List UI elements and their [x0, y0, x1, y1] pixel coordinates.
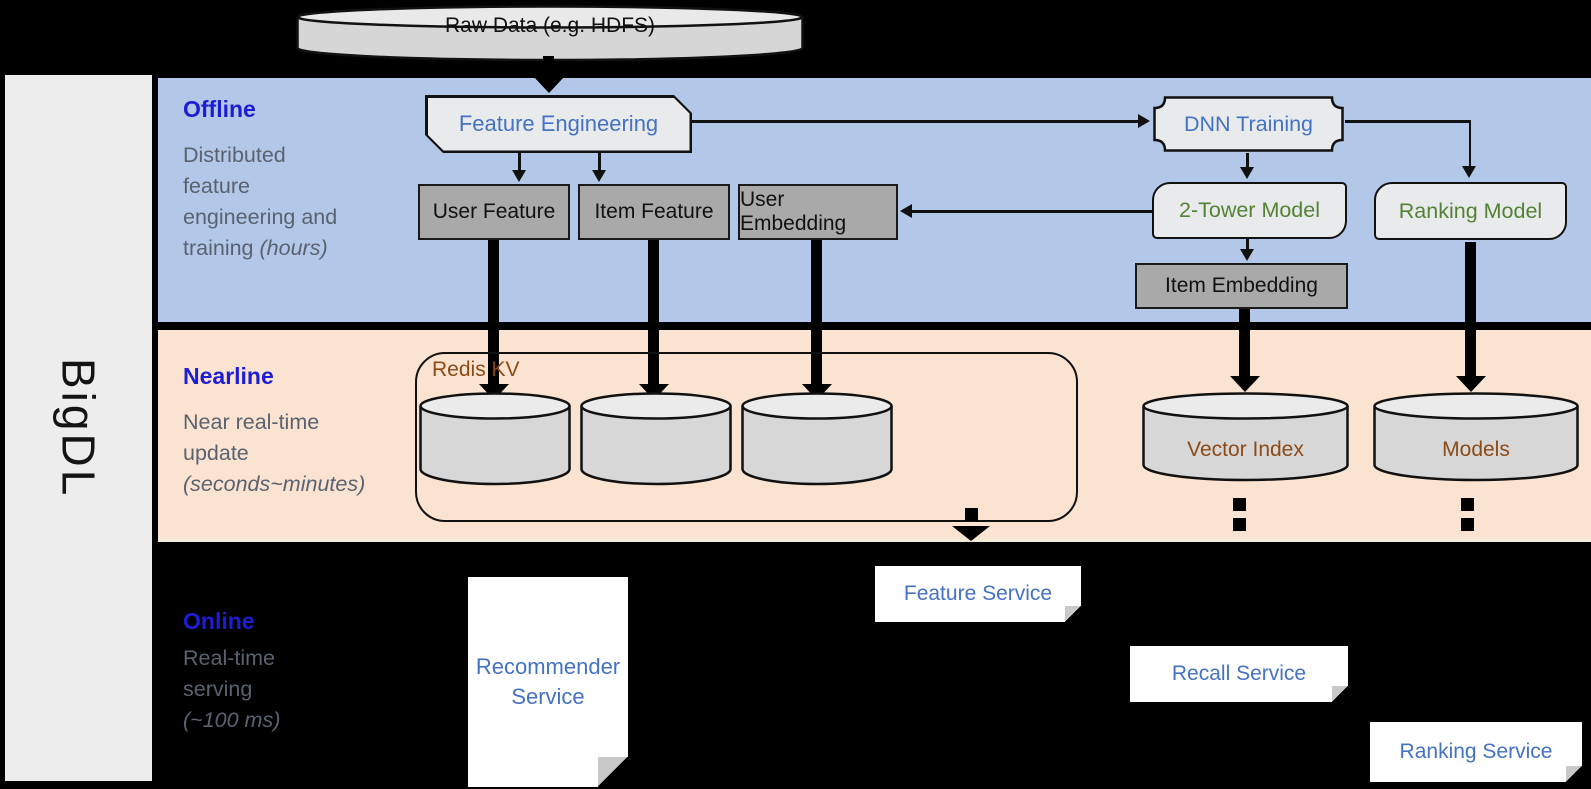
database-cylinder-icon: [1373, 392, 1579, 482]
redis-kv-container: [415, 352, 1078, 522]
node-two-tower-model: 2-Tower Model: [1152, 182, 1347, 239]
database-cylinder-icon: [419, 392, 571, 486]
nearline-desc-note: (seconds~minutes): [183, 472, 366, 496]
redis-cylinder-3: [740, 391, 894, 499]
recommender-service-card: Recommender Service: [468, 577, 628, 787]
offline-desc-line1: Distributed: [183, 143, 286, 167]
arrow-fe-to-userfeature-head: [512, 170, 526, 182]
arrow-rawdata-to-fe: [543, 56, 554, 78]
node-dnn-training-label: DNN Training: [1183, 111, 1314, 136]
arrow-dnn-to-twotower: [1246, 153, 1249, 169]
arrow-twotower-to-userembedding-head: [900, 204, 912, 218]
database-cylinder-icon: [580, 392, 732, 486]
arrow-dnn-to-ranking-h: [1345, 120, 1471, 123]
folded-corner: [1332, 686, 1348, 702]
offline-desc-line4-text: training: [183, 236, 254, 260]
raw-data-cylinder: Raw Data (e.g. HDFS): [295, 4, 805, 62]
node-feature-engineering: Feature Engineering: [425, 95, 692, 153]
folded-corner: [598, 757, 628, 787]
arrow-dnn-to-ranking-v: [1468, 120, 1471, 168]
node-item-feature-label: Item Feature: [594, 200, 714, 223]
database-cylinder-icon: [1142, 392, 1349, 482]
recommender-service-label: Recommender Service: [475, 654, 621, 709]
models-cylinder: Models: [1372, 391, 1580, 495]
ranking-service-card: Ranking Service: [1370, 722, 1582, 782]
folded-corner: [1065, 606, 1081, 622]
redis-kv-label: Redis KV: [432, 358, 520, 381]
node-item-feature: Item Feature: [578, 184, 730, 240]
online-desc-note: (~100 ms): [183, 708, 281, 732]
arrow-redis-to-featureservice-head: [952, 526, 990, 541]
offline-description: Distributed feature engineering and trai…: [183, 140, 337, 264]
folded-corner: [1566, 766, 1582, 782]
dash-models-2: [1461, 518, 1474, 531]
arrow-twotower-to-itemembedding: [1246, 239, 1249, 251]
database-cylinder-icon: [741, 392, 893, 486]
pipe-itemembedding-to-vectorindex: [1239, 309, 1250, 378]
node-item-embedding-label: Item Embedding: [1165, 274, 1318, 297]
node-ranking-model: Ranking Model: [1374, 182, 1567, 240]
offline-desc-hours: (hours): [259, 236, 328, 260]
arrow-fe-to-itemfeature-head: [592, 170, 606, 182]
nearline-description: Near real-time update (seconds~minutes): [183, 407, 365, 500]
models-label: Models: [1442, 438, 1510, 461]
offline-desc-line2: feature: [183, 174, 250, 198]
pipe-itemfeature-to-redis: [648, 240, 659, 386]
node-user-embedding: User Embedding: [738, 184, 898, 240]
arrow-fe-to-itemfeature: [598, 153, 601, 172]
nearline-desc-line2: update: [183, 441, 249, 465]
pipe-userfeature-to-redis: [488, 240, 499, 386]
recall-service-card: Recall Service: [1130, 646, 1348, 702]
arrow-fe-to-dnn-head: [1138, 114, 1150, 128]
offline-desc-line3: engineering and: [183, 205, 338, 229]
node-two-tower-model-label: 2-Tower Model: [1179, 198, 1320, 222]
pipe-itemembedding-to-vectorindex-head: [1230, 376, 1260, 392]
dash-vectorindex-2: [1233, 518, 1246, 531]
raw-data-label: Raw Data (e.g. HDFS): [444, 14, 656, 37]
dash-models-1: [1461, 498, 1474, 511]
redis-cylinder-1: [418, 391, 572, 499]
dash-redis-to-featureservice: [965, 508, 978, 521]
online-desc-line1: Real-time: [183, 646, 275, 670]
arrow-twotower-to-userembedding: [906, 210, 1152, 213]
arrow-fe-to-userfeature: [518, 153, 521, 172]
ranking-service-label: Ranking Service: [1399, 739, 1553, 763]
arrow-rawdata-to-fe-head: [534, 77, 564, 93]
nearline-title: Nearline: [183, 363, 274, 389]
vector-index-cylinder: Vector Index: [1141, 391, 1350, 495]
arrow-dnn-to-twotower-head: [1240, 167, 1254, 179]
pipe-rankingmodel-to-models: [1465, 242, 1476, 378]
node-item-embedding: Item Embedding: [1135, 263, 1348, 309]
node-dnn-training: DNN Training: [1152, 95, 1345, 153]
node-user-feature-label: User Feature: [432, 200, 556, 223]
online-title: Online: [183, 608, 255, 634]
node-feature-engineering-label: Feature Engineering: [428, 98, 690, 151]
pipe-userembedding-to-redis: [811, 240, 822, 386]
offline-desc-line4: training (hours): [183, 233, 337, 264]
bigdl-logo: BigDL: [52, 357, 105, 499]
node-ranking-model-label: Ranking Model: [1398, 198, 1543, 223]
feature-service-label: Feature Service: [903, 581, 1053, 605]
node-user-feature: User Feature: [418, 184, 570, 240]
recall-service-label: Recall Service: [1171, 661, 1307, 685]
nearline-band-bottom-edge: [158, 538, 1591, 542]
plaque-shape-icon: [1153, 96, 1344, 152]
feature-service-card: Feature Service: [875, 566, 1081, 622]
arrow-fe-to-dnn: [692, 120, 1138, 123]
dash-vectorindex-1: [1233, 498, 1246, 511]
offline-title: Offline: [183, 96, 256, 122]
arrow-dnn-to-ranking-head: [1462, 166, 1476, 178]
pipe-rankingmodel-to-models-head: [1456, 376, 1486, 392]
database-cylinder-icon: [296, 5, 804, 62]
nearline-desc-line1: Near real-time: [183, 410, 320, 434]
online-description: Real-time serving (~100 ms): [183, 643, 280, 736]
redis-cylinder-2: [579, 391, 733, 499]
bigdl-sidebar: BigDL: [5, 75, 152, 781]
online-desc-line2: serving: [183, 677, 253, 701]
arrow-twotower-to-itemembedding-head: [1240, 249, 1254, 261]
node-user-embedding-label: User Embedding: [740, 188, 847, 235]
vector-index-label: Vector Index: [1187, 438, 1304, 461]
